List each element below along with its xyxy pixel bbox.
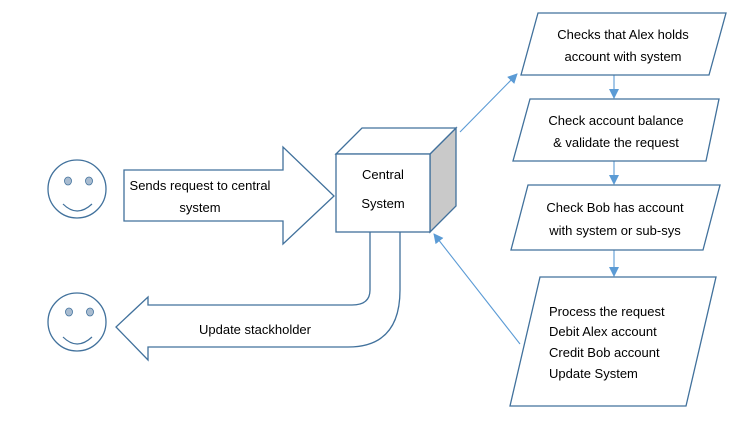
step1-line-2: account with system [564, 49, 681, 64]
step1-line-1: Checks that Alex holds [557, 27, 689, 42]
central-system-label-line-2: System [361, 196, 404, 211]
step4-line-4: Update System [549, 366, 638, 381]
step4-line-3: Credit Bob account [549, 345, 660, 360]
stakeholder-smiley-icon [47, 292, 107, 352]
step4-line-2: Debit Alex account [549, 324, 657, 339]
connector-central-to-step1 [459, 73, 518, 133]
step-process-request: Process the request Debit Alex account C… [509, 276, 717, 407]
update-arrow: Update stackholder [115, 230, 401, 362]
request-arrow: Sends request to central system [123, 145, 335, 246]
step-check-bob-account: Check Bob has account with system or sub… [510, 184, 721, 251]
sender-smiley-icon [47, 159, 107, 219]
request-arrow-label-line-2: system [179, 200, 220, 215]
update-arrow-label: Update stackholder [199, 322, 312, 337]
connector-step4-to-central [433, 233, 521, 345]
step2-line-2: & validate the request [553, 135, 679, 150]
central-system-label-line-1: Central [362, 167, 404, 182]
step-check-balance: Check account balance & validate the req… [512, 98, 720, 162]
step-check-alex-account: Checks that Alex holds account with syst… [520, 12, 727, 76]
step4-line-1: Process the request [549, 304, 665, 319]
step3-line-2: with system or sub-sys [548, 223, 681, 238]
request-arrow-label-line-1: Sends request to central [130, 178, 271, 193]
step2-line-1: Check account balance [548, 113, 683, 128]
central-system-cube: Central System [334, 126, 458, 234]
step3-line-1: Check Bob has account [546, 200, 684, 215]
